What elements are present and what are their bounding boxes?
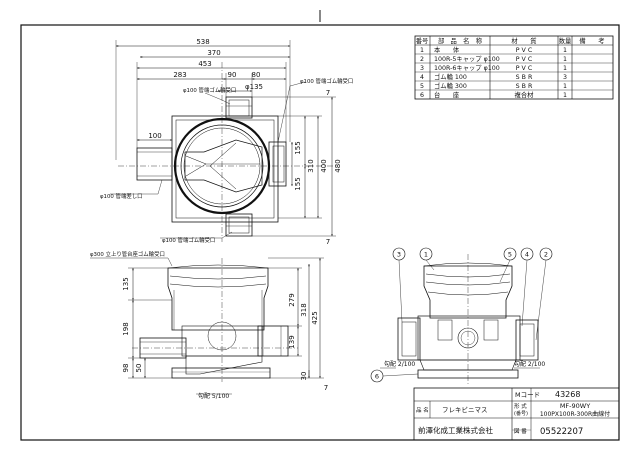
side-left-socket [397,317,421,361]
table-header-qty: 数量 [559,36,572,45]
dim-370: 370 [207,49,220,57]
dim-7-front: 7 [324,384,328,392]
parts-row-5-cell-material: S B R [516,83,533,90]
company-name: 前澤化成工業株式会社 [418,425,493,435]
parts-row-2-cell-name: 100R-5キャップ φ100 [434,55,500,63]
drawing-number: 05522207 [540,427,583,437]
plan-view [110,40,336,242]
slope-side-left: 勾配 2/100 [384,360,415,368]
front-base [171,367,271,379]
dim-7-top: 7 [326,89,330,97]
note-top-right-socket: φ100 管端ゴム輪受口 [300,77,353,85]
side-riser [423,265,513,319]
dim-80: 80 [252,71,261,79]
model-label-sub: (番号) [514,410,528,417]
m-code-value: 43268 [555,390,580,399]
note-bottom-socket: φ100 管端ゴム輪受口 [162,236,215,244]
parts-row-6-cell-material: 複合材 [515,90,535,99]
note-left-spigot: φ100 管端差し口 [100,192,143,200]
parts-row-3-cell-no: 3 [420,65,424,72]
balloon-3-label: 3 [397,251,401,259]
model-label: 形 式 [514,402,527,410]
side-view [370,247,553,384]
parts-row-4-cell-name: ゴム輪 100 [434,72,467,81]
parts-row-4-cell-material: S B R [516,74,533,81]
side-right-socket [515,319,539,361]
dim-155-lower: 155 [294,177,302,190]
balloon-5-label: 5 [508,251,512,259]
dim-155-upper: 155 [294,141,302,154]
parts-row-1-cell-no: 1 [420,47,424,54]
parts-row-3-cell-qty: 1 [563,65,567,72]
m-code-label: Mコード [515,391,540,399]
dim-318: 318 [300,303,308,316]
dim-50: 50 [135,364,143,373]
model-number: MF-90WY [560,402,590,410]
model-spec: 100PX100R-300R曲線付 [540,410,610,418]
parts-row-1-cell-name: 本 体 [434,45,460,54]
dim-538: 538 [196,38,209,46]
parts-row-4-cell-no: 4 [420,74,424,81]
dim-279: 279 [288,293,296,306]
dim-480: 480 [334,159,342,172]
parts-row-5-cell-name: ゴム輪 300 [434,81,467,90]
dim-98: 98 [122,364,130,373]
dim-7-bottom: 7 [326,238,330,246]
parts-row-6-cell-no: 6 [420,92,424,99]
dim-139: 139 [288,335,296,348]
parts-row-2-cell-qty: 1 [563,56,567,63]
parts-row-5-cell-no: 5 [420,83,424,90]
dim-198: 198 [122,322,130,335]
drawing-no-label: 図 番 [514,428,527,435]
plan-right-inlet [268,141,287,187]
parts-row-1-cell-material: P V C [516,47,533,54]
slope-front: 勾配 5/100 [198,392,229,400]
parts-row-5-cell-qty: 1 [563,83,567,90]
dim-135-front: 135 [122,277,130,290]
plan-left-outlet [136,147,173,181]
parts-row-1-cell-qty: 1 [563,47,567,54]
dim-310: 310 [307,159,315,172]
plan-top-inlet [225,96,253,119]
balloon-1-label: 1 [424,251,428,259]
dim-30: 30 [300,372,308,381]
product-name-label: 品 名 [416,406,429,414]
parts-row-3-cell-material: P V C [516,65,533,72]
dim-100-left: 100 [148,132,161,140]
parts-row-6-cell-qty: 1 [563,92,567,99]
front-inlet-pipe [257,325,289,357]
balloon-4-label: 4 [525,251,529,259]
dim-453: 453 [198,60,211,68]
table-header-remarks: 備 考 [579,36,604,45]
note-top-left-socket: φ100 管端ゴム輪受口 [183,86,236,94]
table-header-no: 番号 [416,37,429,45]
plan-bottom-inlet [225,213,253,237]
table-header-name: 部 品 名 称 [438,36,483,45]
parts-row-6-cell-name: 台 座 [434,90,459,99]
dim-135: φ135 [245,83,263,91]
parts-table [414,35,614,100]
balloon-2-label: 2 [544,251,548,259]
front-view [90,257,324,395]
dim-400: 400 [320,159,328,172]
slope-side-right: 勾配 2/100 [514,360,545,368]
parts-row-2-cell-material: P V C [516,56,533,63]
front-riser [167,267,269,331]
dim-425: 425 [311,311,319,324]
product-name: フレキビニマス [442,405,488,414]
balloon-6-label: 6 [375,373,379,381]
note-riser-socket: φ300 立上り管台座ゴム輪受口 [90,250,165,258]
dim-283: 283 [173,71,186,79]
sheet-border [20,24,620,441]
table-header-material: 材 質 [511,36,536,45]
title-block [413,387,620,441]
parts-row-4-cell-qty: 3 [563,74,567,81]
dim-90: 90 [228,71,237,79]
parts-row-2-cell-no: 2 [420,56,424,63]
parts-row-3-cell-name: 100R-6キャップ φ100 [434,64,500,72]
